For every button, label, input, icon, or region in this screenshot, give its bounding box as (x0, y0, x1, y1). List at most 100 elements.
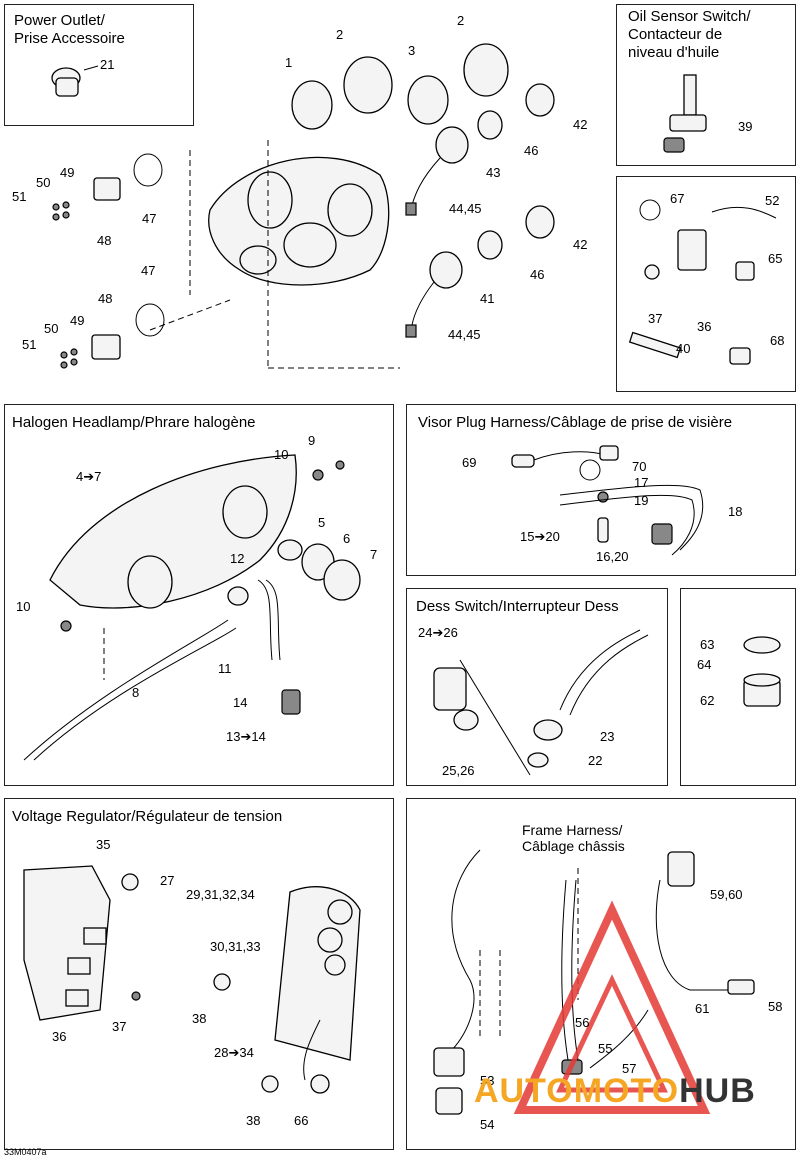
label-1: 1 (285, 55, 293, 70)
label-62: 62 (700, 693, 715, 708)
label-70: 70 (632, 459, 647, 474)
label-41: 41 (480, 291, 495, 306)
label-8: 8 (132, 685, 140, 700)
label-4to7: 4➔7 (76, 469, 102, 484)
watermark-part2: MOTO (573, 1072, 680, 1110)
label-15to20: 15➔20 (520, 529, 560, 544)
label-3: 3 (408, 43, 416, 58)
label-48b: 48 (98, 291, 113, 306)
label-47a: 47 (142, 211, 157, 226)
power-outlet-title: Power Outlet/ Prise Accessoire (14, 12, 125, 47)
label-2b: 2 (457, 13, 465, 28)
label-69: 69 (462, 455, 477, 470)
label-54: 54 (480, 1117, 495, 1132)
headlamp-assembly (23, 454, 361, 761)
label-67: 67 (670, 191, 685, 206)
label-66: 66 (294, 1113, 309, 1128)
power-outlet-part (51, 65, 99, 97)
label-7: 7 (370, 547, 378, 562)
label-21: 21 (100, 57, 115, 72)
watermark-part1: AUTO (474, 1072, 574, 1110)
label-2526: 25,26 (442, 763, 475, 778)
oil-sensor-panel (616, 4, 796, 166)
label-24to26: 24➔26 (418, 625, 458, 640)
label-40: 40 (676, 341, 691, 356)
label-14: 14 (233, 695, 248, 710)
label-5: 5 (318, 515, 326, 530)
frame-title: Frame Harness/ Câblage châssis (522, 822, 625, 854)
watermark-triangle (513, 900, 711, 1114)
label-46a: 46 (524, 143, 539, 158)
gauge-cluster (149, 43, 555, 369)
reference-code: 33M0407a (4, 1147, 47, 1157)
label-42b: 42 (573, 237, 588, 252)
dess-switch (433, 629, 649, 776)
label-37b: 37 (112, 1019, 127, 1034)
label-64: 64 (697, 657, 712, 672)
label-23: 23 (600, 729, 615, 744)
label-35: 35 (96, 837, 111, 852)
small-gauge (743, 636, 781, 707)
label-22: 22 (588, 753, 603, 768)
label-18: 18 (728, 504, 743, 519)
label-27: 27 (160, 873, 175, 888)
label-52: 52 (765, 193, 780, 208)
label-13to14: 13➔14 (226, 729, 266, 744)
label-6: 6 (343, 531, 351, 546)
visor-harness (511, 445, 704, 556)
label-65: 65 (768, 251, 783, 266)
label-2a: 2 (336, 27, 344, 42)
label-5960: 59,60 (710, 887, 743, 902)
label-53: 53 (480, 1073, 495, 1088)
voltage-title: Voltage Regulator/Régulateur de tension (12, 808, 283, 825)
halogen-title: Halogen Headlamp/Phrare halogène (12, 414, 256, 431)
label-50b: 50 (44, 321, 59, 336)
label-4445a: 44,45 (449, 201, 482, 216)
visor-title: Visor Plug Harness/Câblage de prise de v… (418, 414, 733, 431)
label-10a: 10 (274, 447, 289, 462)
label-56: 56 (575, 1015, 590, 1030)
label-50a: 50 (36, 175, 51, 190)
label-9: 9 (308, 433, 316, 448)
label-11: 11 (218, 661, 232, 676)
label-61: 61 (695, 1001, 710, 1016)
accessory-parts (628, 199, 777, 365)
voltage-regulator-parts (23, 865, 361, 1094)
watermark-part3: HUB (679, 1072, 756, 1110)
label-55: 55 (598, 1041, 613, 1056)
label-51b: 51 (22, 337, 37, 352)
label-51a: 51 (12, 189, 27, 204)
oil-sensor-title: Oil Sensor Switch/ Contacteur de niveau … (628, 8, 751, 61)
label-37a: 37 (648, 311, 663, 326)
label-49a: 49 (60, 165, 75, 180)
label-38a: 38 (192, 1011, 207, 1026)
label-12: 12 (230, 551, 245, 566)
label-48a: 48 (97, 233, 112, 248)
label-46b: 46 (530, 267, 545, 282)
label-57: 57 (622, 1061, 637, 1076)
label-36b: 36 (52, 1029, 67, 1044)
label-28to34: 28➔34 (214, 1045, 254, 1060)
label-58: 58 (768, 999, 783, 1014)
label-17: 17 (634, 475, 649, 490)
dess-title: Dess Switch/Interrupteur Dess (416, 598, 619, 615)
mount-brackets (52, 153, 165, 369)
label-10b: 10 (16, 599, 31, 614)
label-43: 43 (486, 165, 501, 180)
oil-sensor-part (663, 74, 707, 153)
label-1620: 16,20 (596, 549, 629, 564)
label-36a: 36 (697, 319, 712, 334)
label-42a: 42 (573, 117, 588, 132)
label-30-31-33: 30,31,33 (210, 939, 261, 954)
label-29-31-32-34: 29,31,32,34 (186, 887, 255, 902)
label-19: 19 (634, 493, 649, 508)
watermark-text: AUTOMOTOHUB (474, 1072, 756, 1111)
label-38b: 38 (246, 1113, 261, 1128)
label-39: 39 (738, 119, 753, 134)
label-47b: 47 (141, 263, 156, 278)
power-outlet-panel (4, 4, 194, 126)
label-63: 63 (700, 637, 715, 652)
label-68: 68 (770, 333, 785, 348)
label-4445b: 44,45 (448, 327, 481, 342)
